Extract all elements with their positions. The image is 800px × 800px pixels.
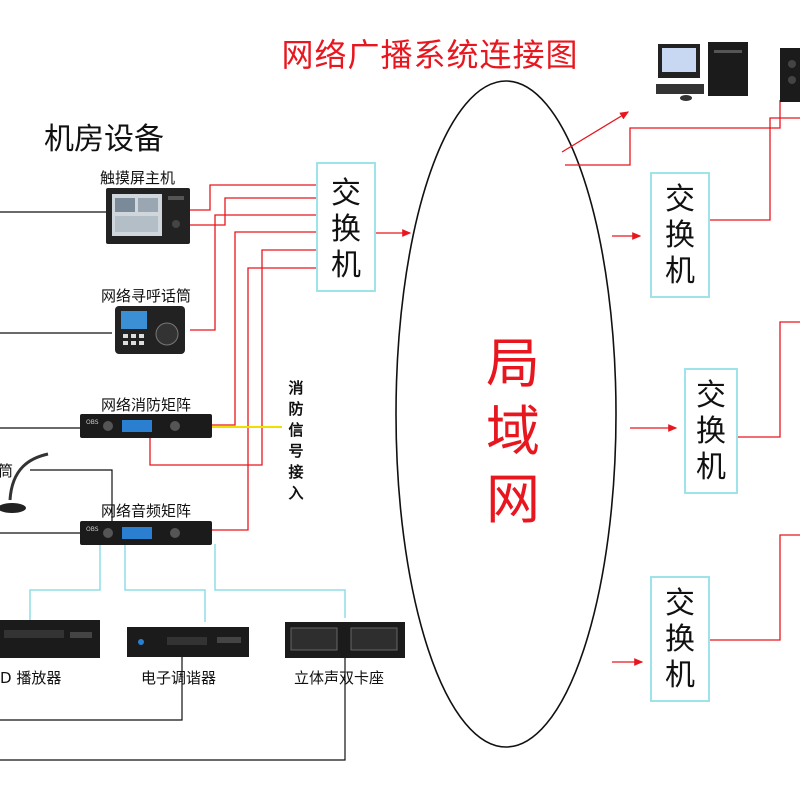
svg-text:OBS: OBS (86, 526, 99, 533)
paging-mic-label: 网络寻呼话筒 (101, 287, 192, 305)
gooseneck-mic-device (0, 452, 49, 513)
cassette-deck-device (285, 622, 405, 658)
audio-matrix-label: 网络音频矩阵 (101, 502, 192, 520)
switch-zone-2: 交换机 (684, 368, 738, 494)
fire-signal-label: 消防信号接入 (288, 379, 304, 502)
tuner-label: 电子调谐器 (141, 669, 217, 687)
tuner-device (127, 627, 249, 657)
switch-zone-3: 交换机 (650, 576, 710, 702)
cyan-wires (29, 544, 346, 622)
cd-player-label: D 播放器 (0, 669, 62, 687)
fire-matrix-device: OBS (80, 414, 212, 438)
switch-zone-1-label: 交换机 (665, 182, 695, 289)
lan-label: 局域网 (486, 332, 540, 531)
touch-host-label: 触摸屏主机 (100, 169, 176, 187)
cassette-label: 立体声双卡座 (294, 669, 385, 687)
switch-room: 交换机 (316, 162, 376, 292)
switch-zone-1: 交换机 (650, 172, 710, 298)
gooseneck-label: 筒 (0, 462, 14, 480)
switch-zone-3-label: 交换机 (665, 586, 695, 693)
fire-matrix-label: 网络消防矩阵 (101, 396, 192, 414)
audio-matrix-device: OBS (80, 521, 212, 545)
diagram-title: 网络广播系统连接图 (281, 36, 579, 74)
wall-panel-device (780, 48, 800, 102)
paging-mic-device (115, 306, 185, 354)
red-wires-right (561, 100, 800, 666)
switch-zone-2-label: 交换机 (696, 378, 726, 485)
cd-player-device (0, 620, 100, 658)
lan-ellipse (395, 80, 617, 748)
red-wires-left (149, 184, 412, 531)
black-wires (0, 211, 346, 761)
computer-device (656, 42, 748, 101)
switch-room-label: 交换机 (331, 176, 361, 283)
section-title: 机房设备 (44, 122, 164, 157)
touch-host-device (106, 188, 190, 244)
svg-text:OBS: OBS (86, 419, 99, 426)
